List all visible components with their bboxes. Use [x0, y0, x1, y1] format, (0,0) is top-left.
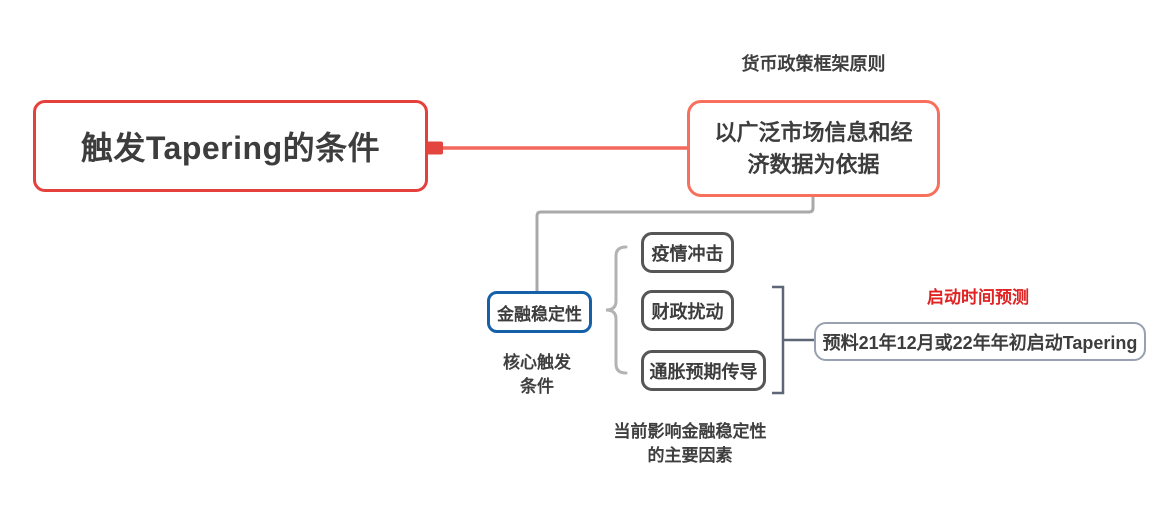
stability-topic-label: 金融稳定性: [497, 304, 582, 324]
factor-node-inflation-expectation[interactable]: 通胀预期传导: [641, 350, 766, 391]
principle-topic-node[interactable]: 以广泛市场信息和经 济数据为依据: [687, 100, 940, 197]
factor-node-fiscal-disturbance[interactable]: 财政扰动: [641, 290, 734, 331]
factor-label: 疫情冲击: [651, 243, 724, 264]
connector-principle-to-stability: [535, 197, 815, 291]
factors-callout-line1: 当前影响金融稳定性: [613, 422, 767, 441]
principle-label-line2: 济数据为依据: [747, 151, 880, 177]
stability-callout-line2: 条件: [520, 377, 554, 396]
prediction-callout-label: 启动时间预测: [927, 288, 1029, 307]
principle-callout-label: 货币政策框架原则: [741, 54, 886, 74]
factor-label: 财政扰动: [651, 301, 724, 322]
factors-callout-line2: 的主要因素: [647, 446, 733, 465]
stability-topic-node[interactable]: 金融稳定性: [487, 291, 592, 333]
root-topic-node[interactable]: 触发Tapering的条件: [33, 100, 428, 192]
stability-callout-label: 核心触发 条件: [472, 351, 602, 399]
prediction-topic-label: 预料21年12月或22年年初启动Tapering: [822, 332, 1138, 353]
prediction-topic-node[interactable]: 预料21年12月或22年年初启动Tapering: [814, 322, 1146, 361]
children-brace: [605, 245, 628, 375]
factors-callout-label: 当前影响金融稳定性 的主要因素: [575, 420, 805, 468]
root-topic-label: 触发Tapering的条件: [80, 130, 381, 166]
stability-callout-line1: 核心触发: [503, 353, 571, 372]
principle-label-line1: 以广泛市场信息和经: [714, 119, 913, 145]
connector-root-nub: [427, 141, 443, 155]
factor-node-pandemic-shock[interactable]: 疫情冲击: [641, 232, 734, 273]
summary-bracket: [772, 285, 785, 395]
factor-label: 通胀预期传导: [649, 361, 758, 382]
